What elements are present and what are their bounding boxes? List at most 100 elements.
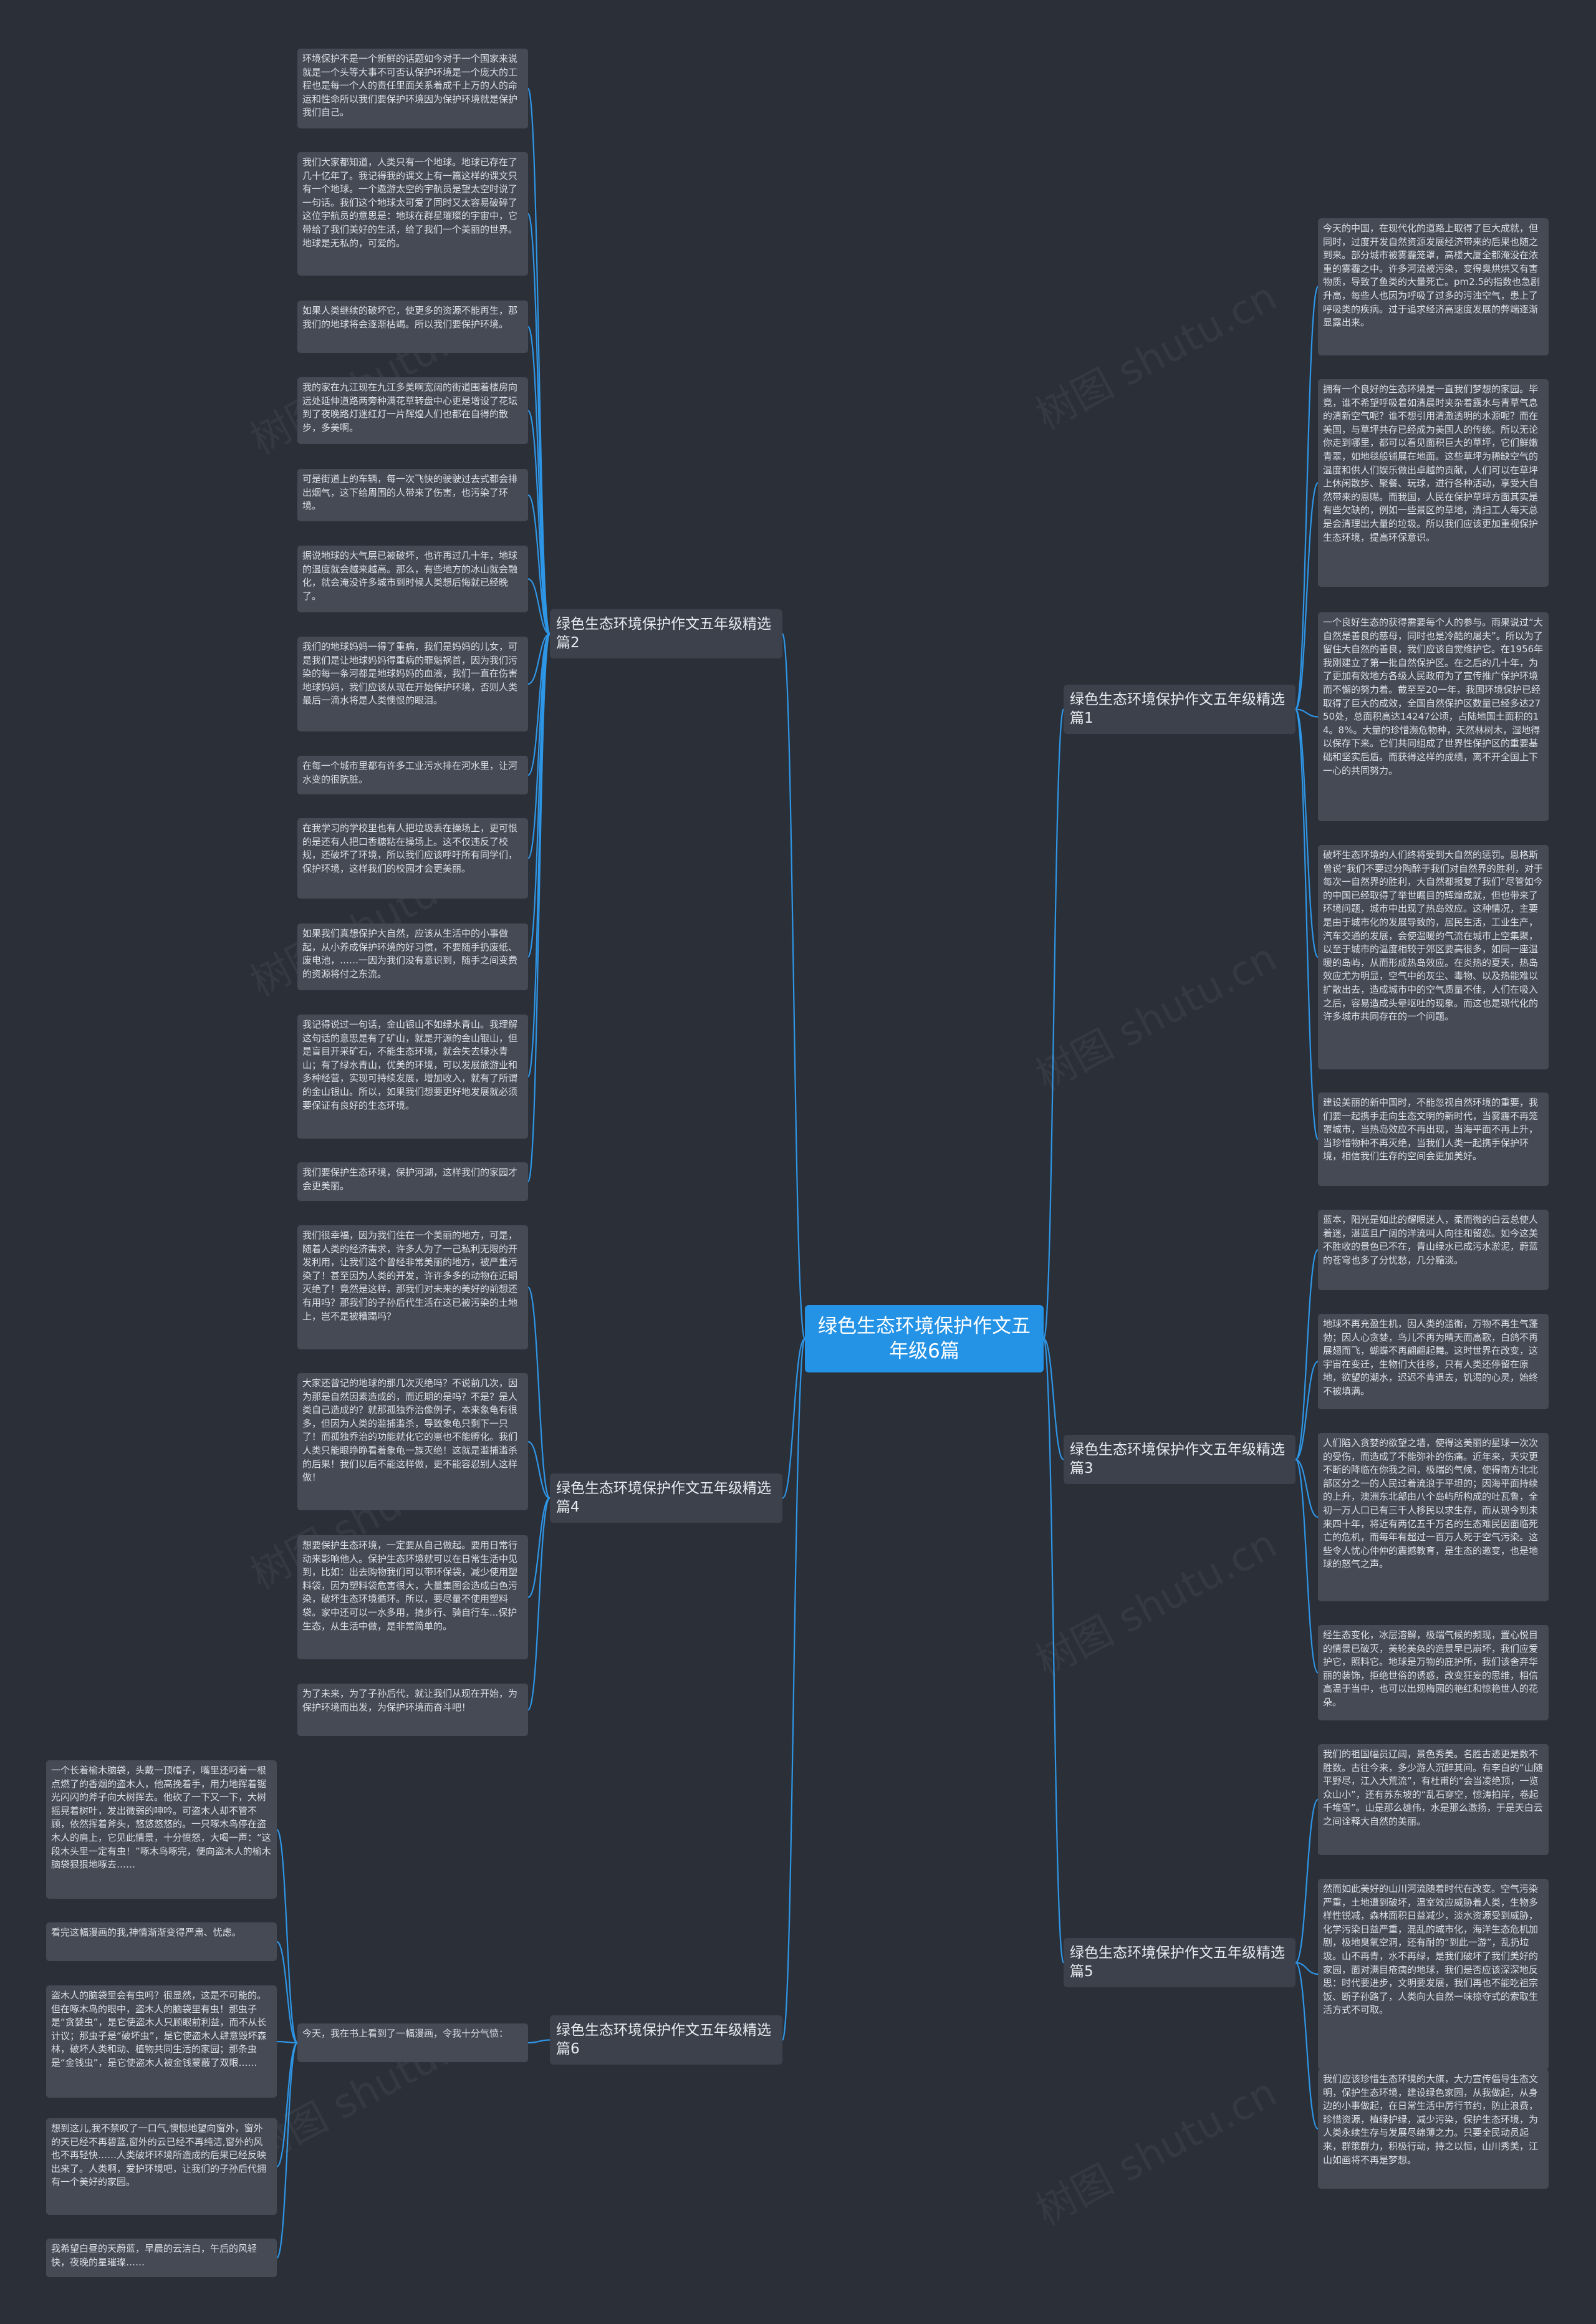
leaf-topic[interactable]: 盗木人的脑袋里会有虫吗？很显然，这是不可能的。但在啄木鸟的眼中，盗木人的脑袋里有… [46,1985,277,2098]
connector-line [527,1440,550,1499]
leaf-topic[interactable]: 为了未来，为了子孙后代，就让我们从现在开始，为保护环境而出发，为保护环境而奋斗吧… [297,1684,528,1736]
connector-line [1294,286,1319,710]
connector-line [1295,1459,1319,1518]
leaf-text: 建设美丽的新中国时，不能忽视自然环境的重要，我们要一起携手走向生态文明的新时代，… [1323,1097,1539,1162]
leaf-text: 看完这幅漫画的我,神情渐渐变得严肃、忧虑。 [51,1927,241,1938]
leaf-text: 我记得说过一句话，金山银山不如绿水青山。我理解这句话的意思是有了矿山，就是开源的… [302,1019,518,1111]
leaf-topic[interactable]: 一个良好生态的获得需要每个人的参与。雨果说过“大自然是善良的慈母，同时也是冷酷的… [1318,612,1549,821]
connector-line [527,494,551,635]
leaf-text: 我们很幸福，因为我们住在一个美丽的地方，可是，随着人类的经济需求，许多人为了一己… [302,1230,518,1322]
leaf-text: 我们要保护生态环境，保护河湖，这样我们的家园才会更美丽。 [302,1167,518,1192]
leaf-text: 拥有一个良好的生态环境是一直我们梦想的家园。毕竟，谁不希望呼吸着如清晨时夹杂着露… [1323,383,1539,543]
connector-line [527,410,551,635]
leaf-topic[interactable]: 据说地球的大气层已被破坏，也许再过几十年，地球的温度就会越来越高。那么，有些地方… [297,546,528,612]
leaf-topic[interactable]: 建设美丽的新中国时，不能忽视自然环境的重要，我们要一起携手走向生态文明的新时代，… [1318,1092,1549,1186]
connector-line [276,1941,298,2044]
leaf-topic[interactable]: 经生态变化，冰层溶解，极端气候的频现，置心悦目的情景已破灭，美轮美奂的造景早已崩… [1318,1625,1549,1720]
connector-line [527,87,551,635]
leaf-text: 环境保护不是一个新鲜的话题如今对于一个国家来说就是一个头等大事不可否认保护环境是… [302,53,518,118]
watermark: 树图 shutu.cn [1029,934,1284,1100]
connector-line [1295,1962,1319,1975]
watermark: 树图 shutu.cn [1029,273,1284,439]
leaf-topic[interactable]: 地球不再充盈生机，因人类的滥衡，万物不再生气蓬勃；因人心贪婪，鸟儿不再为晴天而高… [1318,1314,1549,1409]
leaf-topic[interactable]: 我们要保护生态环境，保护河湖，这样我们的家园才会更美丽。 [297,1162,528,1201]
leaf-topic[interactable]: 我们的祖国幅员辽阔，景色秀美。名胜古迹更是数不胜数。古往今来，多少游人沉醉其间。… [1318,1744,1549,1855]
leaf-text: 我们大家都知道，人类只有一个地球。地球已存在了几十亿年了。我记得我的课文上有一篇… [302,157,518,249]
branch-topic-label: 绿色生态环境保护作文五年级精选篇6 [556,2022,771,2057]
leaf-topic[interactable]: 然而如此美好的山川河流随着时代在改变。空气污染严重，土地遭到破坏，温室效应威胁着… [1318,1879,1549,2070]
connector-line [527,633,551,859]
leaf-text: 在每一个城市里都有许多工业污水排在河水里，让河水变的很肮脏。 [302,760,518,785]
leaf-text: 如果人类继续的破坏它，使更多的资源不能再生，那我们的地球将会逐渐枯竭。所以我们要… [302,305,518,330]
leaf-topic[interactable]: 我们很幸福，因为我们住在一个美丽的地方，可是，随着人类的经济需求，许多人为了一己… [297,1225,528,1349]
connector-line [527,633,551,776]
leaf-topic[interactable]: 我希望白昼的天蔚蓝，早晨的云洁白，午后的风轻快，夜晚的星璀璨…… [46,2239,277,2277]
root-topic-label: 绿色生态环境保护作文五年级6篇 [818,1315,1031,1362]
connector-line [1294,482,1319,710]
connector-line [1294,708,1319,958]
connector-line [1294,708,1319,1140]
root-topic[interactable]: 绿色生态环境保护作文五年级6篇 [805,1305,1044,1372]
leaf-topic[interactable]: 拥有一个良好的生态环境是一直我们梦想的家园。毕竟，谁不希望呼吸着如清晨时夹杂着露… [1318,379,1549,587]
connector-line [527,578,550,635]
connector-line [1295,708,1319,718]
leaf-topic[interactable]: 破坏生态环境的人们终将受到大自然的惩罚。恩格斯曾说“我们不要过分陶醉于我们对自然… [1318,845,1549,1069]
leaf-text: 蓝本，阳光是如此的耀眼迷人，柔而微的白云总使人着迷，湛蓝且广阔的洋流叫人向往和留… [1323,1214,1539,1266]
connector-line [1042,708,1065,1340]
leaf-text: 然而如此美好的山川河流随着时代在改变。空气污染严重，土地遭到破坏，温室效应威胁着… [1323,1883,1539,2016]
leaf-text: 盗木人的脑袋里会有虫吗？很显然，这是不可能的。但在啄木鸟的眼中，盗木人的脑袋里有… [51,1990,267,2068]
sub-topic[interactable]: 今天，我在书上看到了一幅漫画，令我十分气愤： [297,2023,528,2062]
leaf-topic[interactable]: 蓝本，阳光是如此的耀眼迷人，柔而微的白云总使人着迷，湛蓝且广阔的洋流叫人向往和留… [1318,1210,1549,1290]
leaf-topic[interactable]: 想到这儿,我不禁叹了一口气,懊恨地望向窗外，窗外的天已经不再碧蓝,窗外的云已经不… [46,2118,277,2215]
connector-line [527,213,551,635]
branch-topic-label: 绿色生态环境保护作文五年级精选篇2 [556,616,771,651]
leaf-topic[interactable]: 可是街道上的车辆，每一次飞快的驶驶过去式都会排出烟气，这下给周围的人带来了伤害，… [297,469,528,521]
leaf-topic[interactable]: 看完这幅漫画的我,神情渐渐变得严肃、忧虑。 [46,1922,277,1961]
connector-line [781,1338,806,2041]
branch-topic-label: 绿色生态环境保护作文五年级精选篇5 [1070,1945,1285,1980]
leaf-topic[interactable]: 如果人类继续的破坏它，使更多的资源不能再生，那我们的地球将会逐渐枯竭。所以我们要… [297,301,528,353]
leaf-topic[interactable]: 人们陷入贪婪的欲望之墙，使得这美丽的星球一次次的受伤，而造成了不能弥补的伤痛。近… [1318,1433,1549,1601]
leaf-text: 我们的地球妈妈一得了重病，我们是妈妈的儿女，可是我们是让地球妈妈得重病的罪魁祸首… [302,641,518,706]
leaf-topic[interactable]: 我们的地球妈妈一得了重病，我们是妈妈的儿女，可是我们是让地球妈妈得重病的罪魁祸首… [297,637,528,731]
sub-topic-text: 今天，我在书上看到了一幅漫画，令我十分气愤： [302,2028,509,2039]
connector-line [527,633,550,685]
leaf-topic[interactable]: 我们应该珍惜生态环境的大旗，大力宣传倡导生态文明，保护生态环境，建设绿色家园，从… [1318,2069,1549,2189]
leaf-text: 在我学习的学校里也有人把垃圾丢在操场上，更可恨的是还有人把口香糖粘在操场上。这不… [302,822,518,874]
leaf-topic[interactable]: 我记得说过一句话，金山银山不如绿水青山。我理解这句话的意思是有了矿山，就是开源的… [297,1015,528,1139]
connector-line [1294,1962,1319,2130]
connector-line [276,1828,299,2044]
leaf-topic[interactable]: 我的家在九江现在九江多美啊宽阔的街道围着楼房向远处延伸道路两旁种满花草转盘中心更… [297,377,528,444]
branch-topic-6[interactable]: 绿色生态环境保护作文五年级精选篇6 [550,2015,782,2065]
connector-line [527,1497,551,1711]
leaf-text: 我的家在九江现在九江多美啊宽阔的街道围着楼房向远处延伸道路两旁种满花草转盘中心更… [302,382,518,433]
branch-topic-4[interactable]: 绿色生态环境保护作文五年级精选篇4 [550,1473,782,1523]
connector-line [527,633,551,958]
leaf-topic[interactable]: 一个长着榆木脑袋，头戴一顶帽子，嘴里还叼着一根点燃了的香烟的盗木人，他高挽着手，… [46,1760,277,1899]
leaf-topic[interactable]: 想要保护生态环境，一定要从自己做起。要用日常行动来影响他人。保护生态环境就可以在… [297,1535,528,1659]
leaf-topic[interactable]: 环境保护不是一个新鲜的话题如今对于一个国家来说就是一个头等大事不可否认保护环境是… [297,49,528,128]
leaf-text: 大家还曾记的地球的那几次灭绝吗？不说前几次，因为那是自然因素造成的，而近期的是吗… [302,1377,518,1483]
connector-line [781,633,806,1340]
leaf-text: 经生态变化，冰层溶解，极端气候的频现，置心悦目的情景已破灭，美轮美奂的造景早已崩… [1323,1629,1539,1708]
leaf-text: 想到这儿,我不禁叹了一口气,懊恨地望向窗外，窗外的天已经不再碧蓝,窗外的云已经不… [51,2123,267,2188]
connector-line [527,1286,551,1499]
branch-topic-2[interactable]: 绿色生态环境保护作文五年级精选篇2 [550,609,782,658]
leaf-text: 一个良好生态的获得需要每个人的参与。雨果说过“大自然是善良的慈母，同时也是冷酷的… [1323,617,1544,776]
leaf-topic[interactable]: 在我学习的学校里也有人把垃圾丢在操场上，更可恨的是还有人把口香糖粘在操场上。这不… [297,818,528,899]
leaf-text: 我们的祖国幅员辽阔，景色秀美。名胜古迹更是数不胜数。古往今来，多少游人沉醉其间。… [1323,1748,1543,1827]
branch-topic-3[interactable]: 绿色生态环境保护作文五年级精选篇3 [1064,1435,1296,1484]
leaf-text: 今天的中国，在现代化的道路上取得了巨大成就，但同时，过度开发自然资源发展经济带来… [1323,223,1540,329]
leaf-text: 如果我们真想保护大自然，应该从生活中的小事做起，从小养成保护环境的好习惯，不要随… [302,928,518,980]
leaf-text: 想要保护生态环境，一定要从自己做起。要用日常行动来影响他人。保护生态环境就可以在… [302,1540,518,1632]
connector-line [527,325,551,635]
leaf-topic[interactable]: 今天的中国，在现代化的道路上取得了巨大成就，但同时，过度开发自然资源发展经济带来… [1318,218,1549,355]
leaf-topic[interactable]: 如果我们真想保护大自然，应该从生活中的小事做起，从小养成保护环境的好习惯，不要随… [297,923,528,990]
leaf-topic[interactable]: 在每一个城市里都有许多工业污水排在河水里，让河水变的很肮脏。 [297,756,528,794]
branch-topic-1[interactable]: 绿色生态环境保护作文五年级精选篇1 [1064,685,1296,734]
leaf-topic[interactable]: 大家还曾记的地球的那几次灭绝吗？不说前几次，因为那是自然因素造成的，而近期的是吗… [297,1373,528,1510]
branch-topic-5[interactable]: 绿色生态环境保护作文五年级精选篇5 [1064,1938,1296,1987]
leaf-topic[interactable]: 我们大家都知道，人类只有一个地球。地球已存在了几十亿年了。我记得我的课文上有一篇… [297,152,528,276]
connector-line [1042,1338,1065,1460]
